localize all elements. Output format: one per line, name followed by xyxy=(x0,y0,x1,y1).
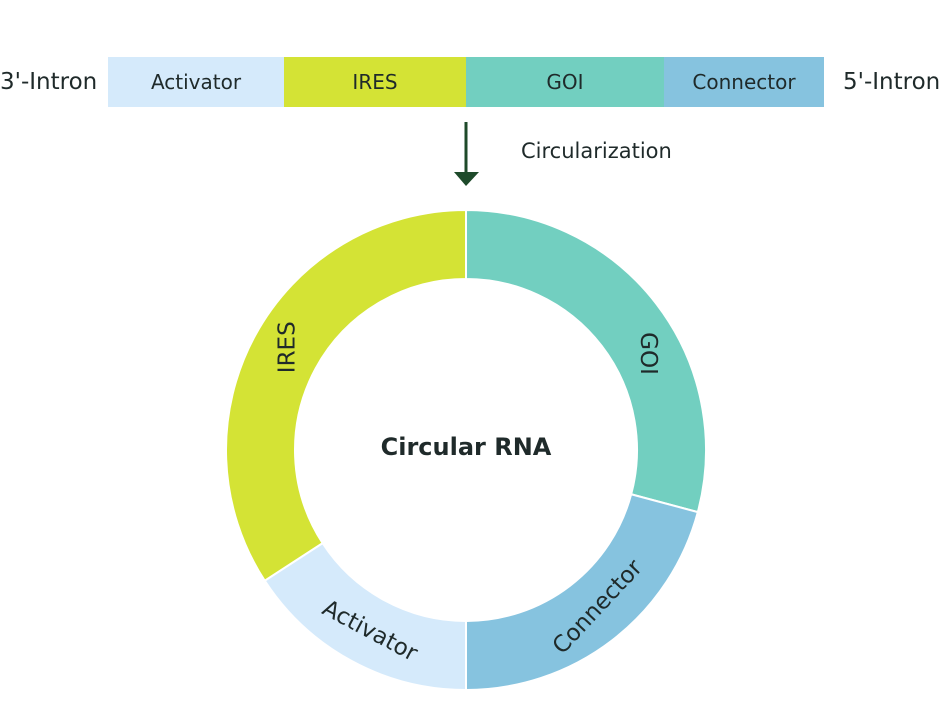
linear-segment-goi: GOI xyxy=(466,57,664,107)
circularization-arrow-icon xyxy=(454,122,479,186)
ring-segment-ires xyxy=(225,208,467,583)
linear-segment-connector: Connector xyxy=(664,57,824,107)
five-prime-intron-label: 5'-Intron xyxy=(843,69,941,95)
circularization-label: Circularization xyxy=(521,139,672,163)
ring-label-goi: GOI xyxy=(635,332,661,375)
ring-label-ires: IRES xyxy=(275,321,301,373)
circular-rna-title: Circular RNA xyxy=(380,433,552,461)
linear-segment-activator: Activator xyxy=(108,57,284,107)
ring-segment-connector xyxy=(465,493,700,692)
three-prime-intron-label: 3'-Intron xyxy=(0,69,98,95)
linear-construct-bar: Activator IRES GOI Connector xyxy=(108,57,824,107)
linear-segment-ires: IRES xyxy=(284,57,466,107)
ring-segment-goi xyxy=(465,208,707,514)
